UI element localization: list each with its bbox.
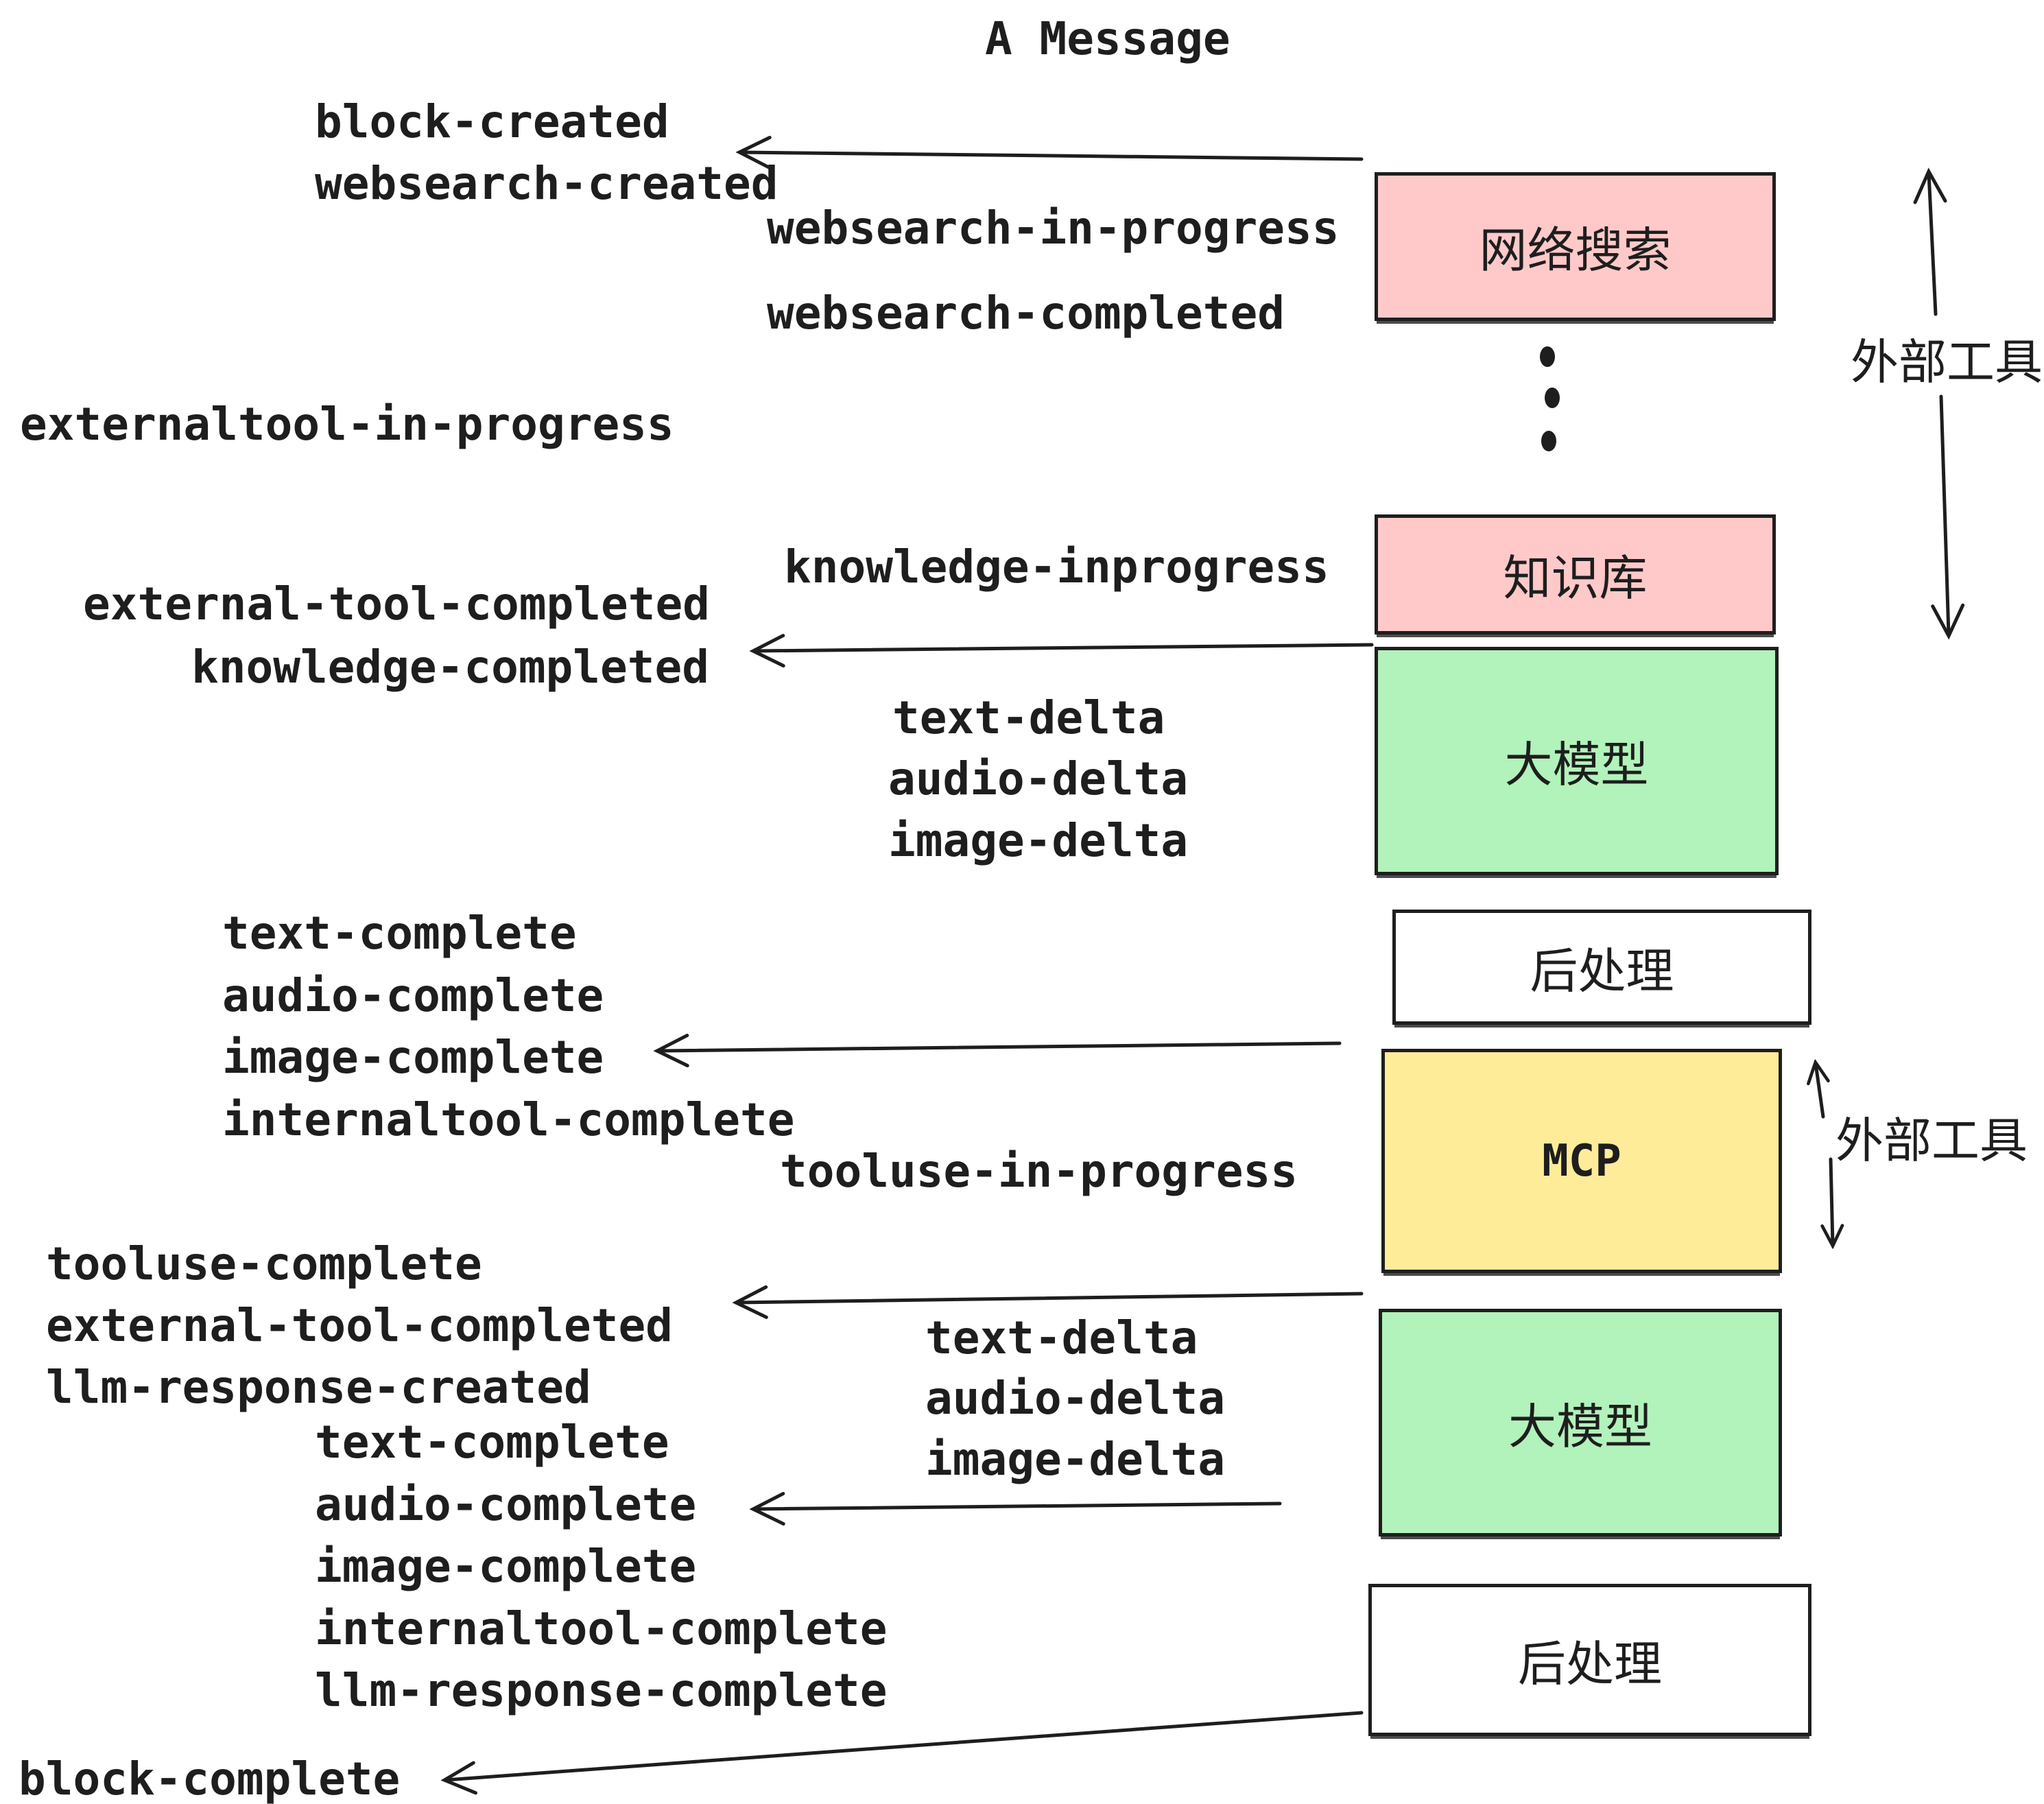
event-label-knowledge-inprogress: knowledge-inprogress <box>784 541 1329 593</box>
event-label-text-delta-2: text-delta <box>925 1312 1198 1364</box>
annotation-external-tools-top: 外部工具 <box>1851 334 2043 390</box>
node-llm-1-label: 大模型 <box>1504 737 1649 793</box>
event-label-tooluse-complete: tooluse-complete <box>46 1237 482 1290</box>
ellipsis-dot <box>1540 346 1555 367</box>
event-label-text-delta-1: text-delta <box>892 691 1165 744</box>
event-label-internaltool-complete-1: internaltool-complete <box>222 1093 795 1146</box>
ellipsis-dot <box>1545 388 1560 408</box>
event-label-image-complete-1: image-complete <box>222 1031 604 1084</box>
arrow-external-tools-mcp-down <box>1831 1157 1833 1245</box>
arrow-post-process-to-block-complete <box>440 1711 1364 1795</box>
event-label-websearch-completed: websearch-completed <box>767 287 1285 340</box>
node-knowledge-base-label: 知识库 <box>1503 550 1648 606</box>
event-label-llm-response-created: llm-response-created <box>46 1361 591 1414</box>
event-label-websearch-created: websearch-created <box>315 157 779 210</box>
diagram-title: A Message <box>985 12 1231 65</box>
node-post-process-2-label: 后处理 <box>1518 1635 1662 1692</box>
node-post-process-2: 后处理 <box>1368 1584 1811 1736</box>
node-web-search: 网络搜索 <box>1375 172 1776 321</box>
node-mcp-label: MCP <box>1542 1135 1621 1187</box>
event-label-external-tool-completed-2: external-tool-completed <box>46 1299 673 1352</box>
event-label-block-complete: block-complete <box>19 1753 401 1804</box>
node-knowledge-base: 知识库 <box>1375 514 1776 634</box>
ellipsis-dot <box>1541 431 1556 451</box>
node-post-process-1: 后处理 <box>1392 910 1811 1025</box>
event-label-audio-delta-1: audio-delta <box>888 752 1189 805</box>
event-label-internaltool-complete-2: internaltool-complete <box>315 1602 888 1655</box>
event-label-websearch-in-progress: websearch-in-progress <box>767 202 1340 254</box>
node-llm-2: 大模型 <box>1379 1309 1782 1536</box>
event-label-text-complete-1: text-complete <box>222 907 577 960</box>
event-label-image-delta-1: image-delta <box>888 814 1189 867</box>
arrow-external-tools-top-down <box>1931 394 1965 640</box>
arrow-external-tools-mcp-up <box>1816 1063 1823 1119</box>
event-label-audio-delta-2: audio-delta <box>925 1372 1226 1425</box>
event-label-image-delta-2: image-delta <box>925 1433 1226 1486</box>
arrow-mcp-to-image-complete <box>653 1034 1342 1068</box>
node-llm-2-label: 大模型 <box>1508 1398 1652 1455</box>
annotation-external-tools-mcp: 外部工具 <box>1835 1113 2028 1169</box>
event-label-audio-complete-1: audio-complete <box>222 969 604 1022</box>
event-label-externaltool-in-progress: externaltool-in-progress <box>20 398 674 451</box>
arrow-external-tools-top-up <box>1913 167 1947 316</box>
node-post-process-1-label: 后处理 <box>1530 942 1674 999</box>
node-llm-1: 大模型 <box>1375 647 1779 875</box>
arrow-llm-to-audio-complete <box>749 1492 1282 1526</box>
arrow-knowledge-to-knowledge-completed <box>749 634 1374 668</box>
event-label-external-tool-completed-1: external-tool-completed <box>83 578 710 630</box>
arrow-mcp-to-external-tool-completed <box>732 1285 1364 1319</box>
event-label-tooluse-in-progress: tooluse-in-progress <box>780 1145 1298 1198</box>
event-label-llm-response-complete: llm-response-complete <box>315 1664 888 1717</box>
node-web-search-label: 网络搜索 <box>1479 222 1672 278</box>
event-label-knowledge-completed: knowledge-completed <box>191 641 709 693</box>
event-label-block-created: block-created <box>315 95 669 148</box>
event-label-audio-complete-2: audio-complete <box>315 1478 697 1531</box>
event-label-text-complete-2: text-complete <box>315 1416 669 1469</box>
node-mcp: MCP <box>1381 1049 1782 1273</box>
event-label-image-complete-2: image-complete <box>315 1540 697 1593</box>
arrow-websearch-to-block-created <box>735 135 1364 169</box>
